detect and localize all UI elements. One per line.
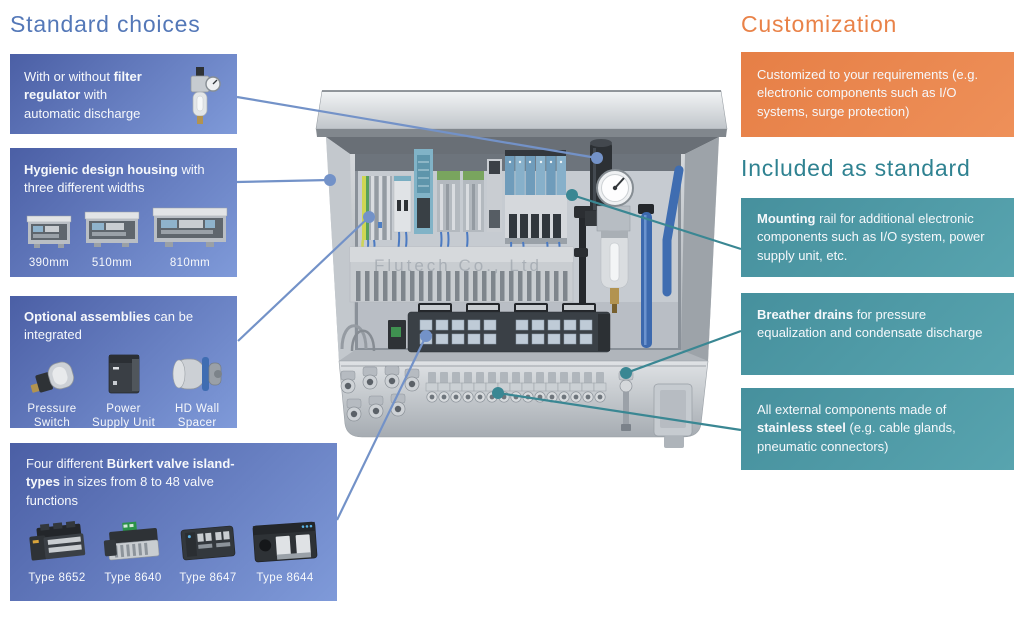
type-8644-label: Type 8644 [256,572,314,585]
customization-box: Customized to your requirements (e.g. el… [741,52,1014,137]
valve-type-8647: Type 8647 [178,520,238,585]
included-as-standard-heading: Included as standard [741,155,971,181]
cabinet-lid [315,90,728,137]
filter-text-bold: filter regulator [24,68,142,103]
type-8652-image [29,521,86,561]
housing-390-label: 390mm [28,256,70,269]
terminal-group-3 [463,171,484,232]
housing-text: Hygienic design housing with three diffe… [24,161,227,198]
type-8647-image [180,526,236,561]
filter-regulator-icon [190,66,221,124]
cpu-module [487,159,502,232]
steel-text-post: (e.g. cable glands, pneumatic connectors… [757,420,956,454]
mounting-text: Mounting rail for additional electronic … [757,210,998,265]
pneumatic-connectors [425,372,607,403]
filter-text-pre: With or without [24,68,114,84]
steel-text-bold: stainless steel [757,420,846,436]
corner-bracket [653,383,693,448]
power-supply-image [108,354,139,394]
valves-items: Type 8652 Type 8640 [26,518,327,585]
breather-text: Breather drains for pressure equalizatio… [757,306,998,343]
breather-text-bold: Breather drains [757,307,854,322]
mounting-text-post: rail for additional electronic component… [757,211,985,263]
filter-text-post: with automatic discharge [24,87,141,121]
wall-spacer-image [172,356,223,391]
customization-heading: Customization [741,11,898,37]
valves-text-bold: Bürkert valve island-types [26,456,235,490]
watermark-text: Flutech Co., Ltd [374,256,542,275]
assemblies-text-bold: Optional assemblies [24,309,151,324]
terminal-blocks [362,176,392,240]
housing-510-label: 510mm [91,256,133,269]
power-supply-module [414,149,433,234]
housing-390-image [26,215,72,248]
steel-text: All external components made of stainles… [757,401,998,456]
housing-810-image [152,207,228,247]
cabinet-photo: Flutech Co., Ltd [315,90,728,448]
valves-text: Four different Bürkert valve island-type… [26,455,256,510]
pressure-switch-image [30,361,75,393]
terminal-group-2 [437,171,460,232]
mounting-text-bold: Mounting [757,211,816,226]
type-8640-image [103,522,160,561]
valve-type-8652: Type 8652 [26,520,88,585]
housing-box: Hygienic design housing with three diffe… [10,148,237,277]
cable-duct: Flutech Co., Ltd [349,246,574,303]
breather-text-post: for pressure equalization and condensate… [757,307,983,341]
mounting-rail-box: Mounting rail for additional electronic … [741,198,1014,277]
assemblies-box: Optional assemblies can be integrated Pr… [10,296,237,431]
housing-item-390: 390mm [26,215,72,270]
type-8647-label: Type 8647 [179,572,237,585]
housing-810-label: 810mm [169,256,211,269]
breather-drains-box: Breather drains for pressure equalizatio… [741,293,1014,375]
housing-510-image [84,211,140,247]
filter-regulator-text: With or without filter regulator with au… [24,68,164,123]
valve-type-8640: Type 8640 [102,520,164,585]
assemblies-text-post: can be integrated [24,309,194,343]
cabinet-underside [338,360,709,448]
filter-regulator-box: With or without filter regulator with au… [10,54,237,134]
housing-items: 390mm 510mm [24,207,228,270]
valve-type-8644: Type 8644 [252,518,318,585]
steel-text-pre: All external components made of [757,402,947,417]
type-8644-image [252,522,318,563]
assemblies-text: Optional assemblies can be integrated [24,308,229,345]
housing-text-bold: Hygienic design housing [24,162,178,177]
valves-text-pre: Four different [26,456,107,471]
type-8652-label: Type 8652 [28,572,86,585]
housing-item-510: 510mm [84,211,140,270]
type-8640-label: Type 8640 [104,572,162,585]
housing-text-post: with three different widths [24,162,205,196]
io-modules [505,150,567,244]
standard-choices-heading: Standard choices [10,11,201,37]
valve-islands-box: Four different Bürkert valve island-type… [10,443,337,601]
stainless-steel-box: All external components made of stainles… [741,388,1014,470]
valves-text-post: in sizes from 8 to 48 valve functions [26,474,214,508]
housing-item-810: 810mm [152,207,228,270]
customization-text: Customized to your requirements (e.g. el… [757,67,979,119]
circuit-breaker [393,175,412,233]
